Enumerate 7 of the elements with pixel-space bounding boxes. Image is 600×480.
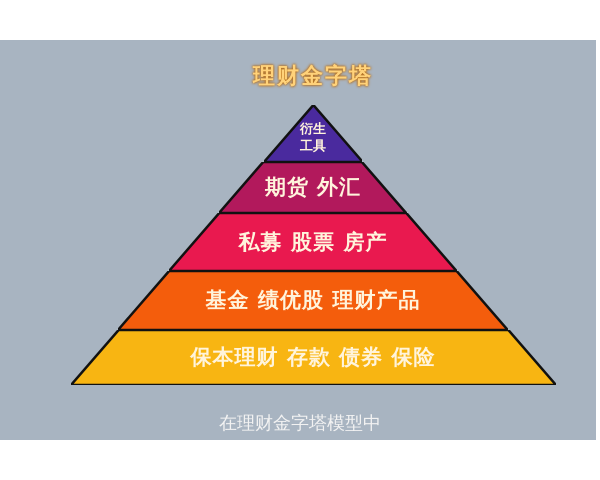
tier-label: 私募 股票 房产 (238, 228, 388, 256)
tier-label: 期货 外汇 (264, 174, 362, 201)
tier-label: 保本理财 存款 债券 保险 (190, 344, 436, 371)
title: 理财金字塔 (252, 62, 374, 91)
caption: 在理财金字塔模型中 (218, 412, 382, 436)
tier-label: 衍生工具 (298, 122, 327, 155)
tier-label: 基金 绩优股 理财产品 (206, 287, 420, 314)
